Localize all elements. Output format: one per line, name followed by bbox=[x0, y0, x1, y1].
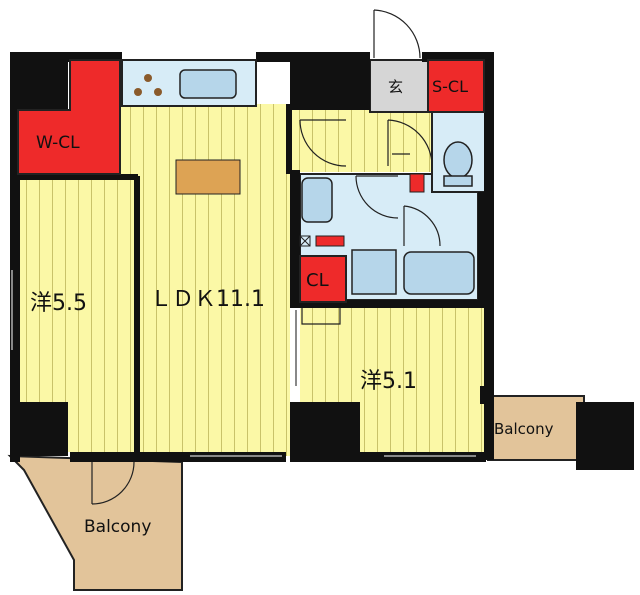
wcl-label: W-CL bbox=[36, 133, 80, 153]
balcony-door bbox=[91, 461, 135, 505]
hallway-floor bbox=[290, 110, 432, 172]
balcony-right-label: Balcony bbox=[494, 420, 554, 438]
sink-icon bbox=[179, 69, 237, 99]
stove-icon bbox=[134, 74, 162, 96]
hall-door-2 bbox=[387, 119, 433, 167]
toilet-door bbox=[403, 205, 441, 247]
washing-machine-icon bbox=[351, 249, 397, 295]
wash-door bbox=[355, 175, 399, 219]
ldk-floor bbox=[138, 104, 290, 456]
western-room-right-label: 洋5.1 bbox=[360, 369, 417, 394]
closet-door bbox=[301, 308, 341, 325]
toilet-icon bbox=[443, 141, 473, 187]
hall-door-1 bbox=[299, 119, 347, 167]
ldk-label: ＬＤＫ11.1 bbox=[150, 287, 265, 312]
shoe-closet bbox=[427, 59, 485, 113]
doors bbox=[91, 9, 441, 505]
closet-cl bbox=[299, 255, 347, 303]
windows bbox=[11, 270, 476, 457]
dining-counter bbox=[175, 159, 241, 195]
meter-box-icon bbox=[299, 235, 311, 247]
walk-in-closet bbox=[17, 59, 121, 175]
closet-small-2 bbox=[315, 235, 345, 247]
walls bbox=[10, 52, 634, 470]
washbasin-icon bbox=[301, 177, 333, 223]
bathtub-icon bbox=[403, 251, 475, 295]
entrance-label: 玄 bbox=[388, 78, 403, 96]
kitchen-floor bbox=[118, 104, 148, 180]
cl-label: CL bbox=[306, 270, 329, 291]
entrance-door bbox=[373, 9, 421, 59]
balcony-left-label: Balcony bbox=[84, 517, 151, 537]
scl-label: S-CL bbox=[432, 77, 468, 96]
closet-small-1 bbox=[409, 173, 425, 193]
western-room-left-label: 洋5.5 bbox=[30, 291, 87, 316]
